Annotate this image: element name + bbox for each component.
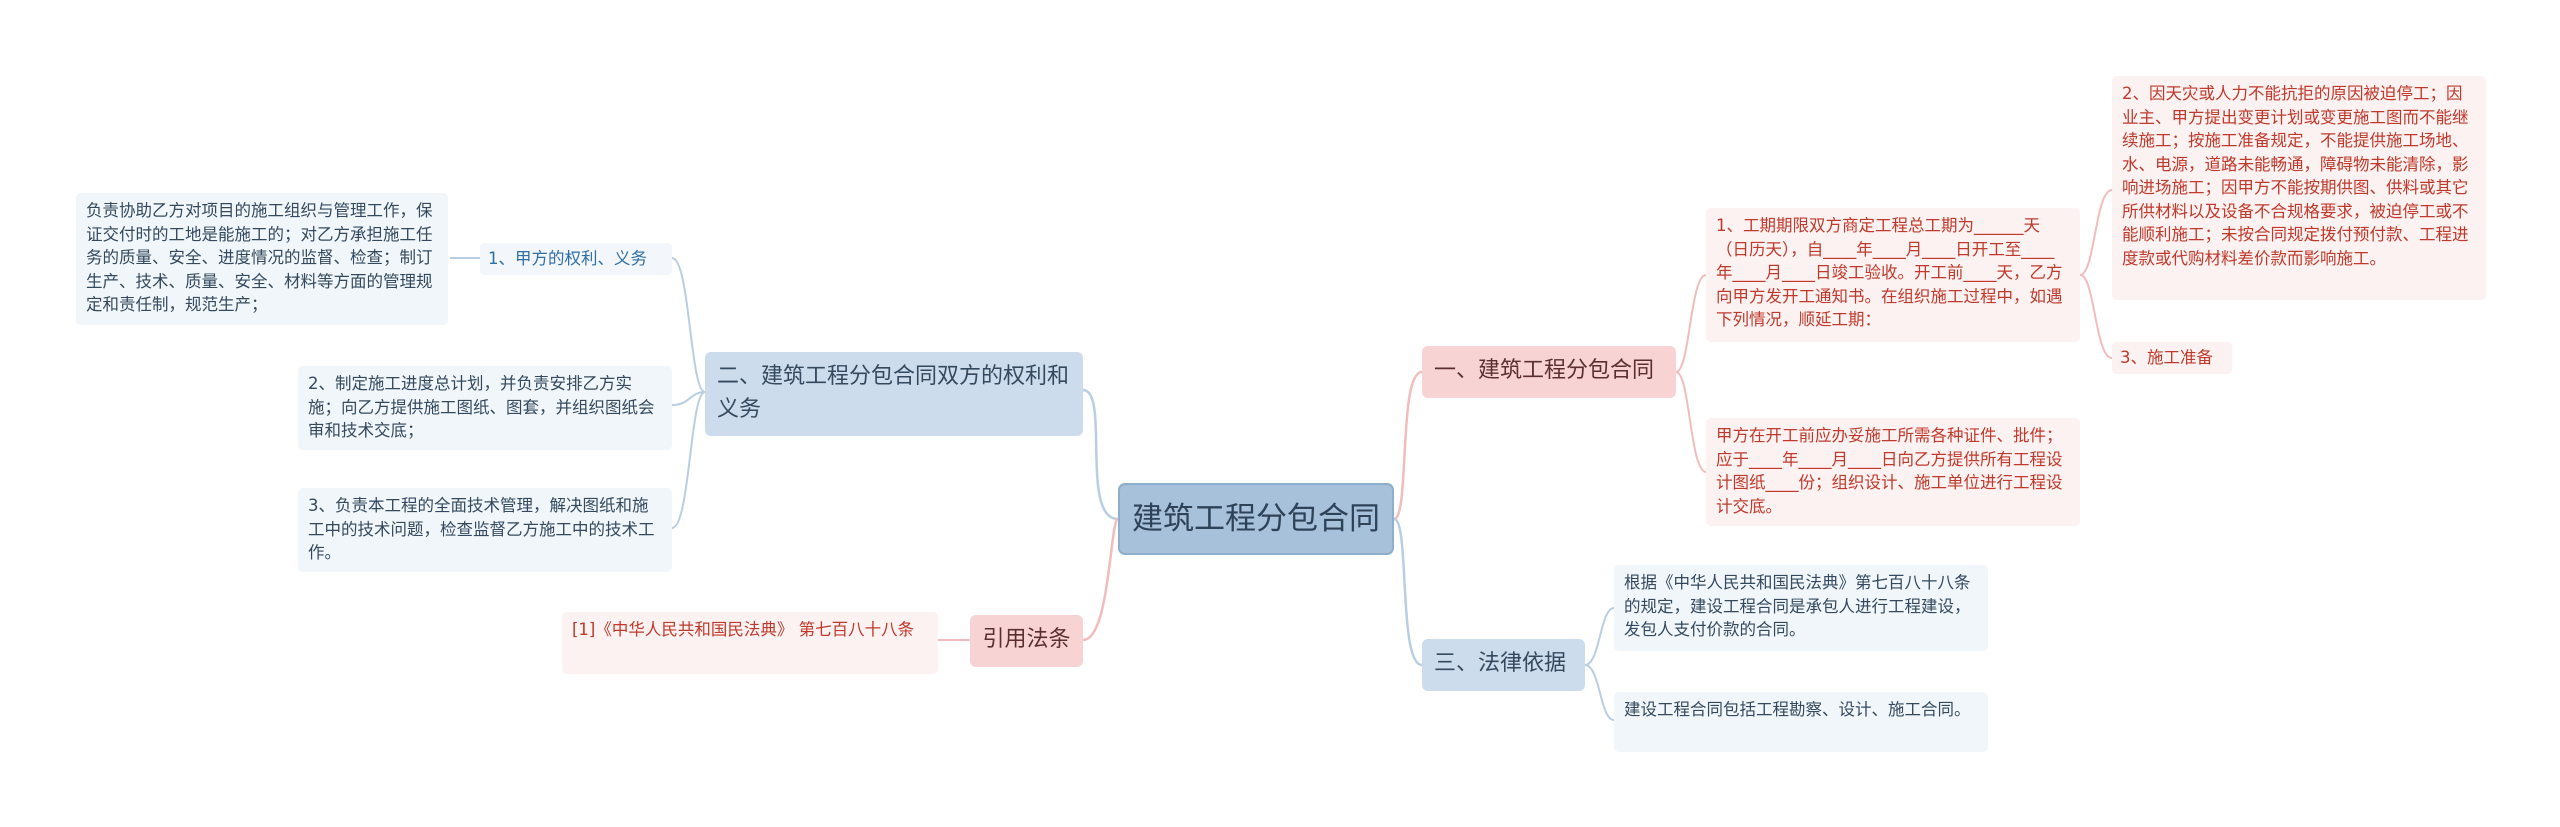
link-rights-item3: [671, 391, 706, 529]
delay-reasons[interactable]: 2、因天灾或人力不能抗拒的原因被迫停工；因业主、甲方提出变更计划或变更施工图而不…: [2112, 76, 2486, 300]
link-law-basis2: [1584, 664, 1615, 721]
branch-subcontract[interactable]: 一、建筑工程分包合同: [1422, 346, 1676, 398]
link-root-rights: [1082, 388, 1119, 521]
branch-legal-basis[interactable]: 三、法律依据: [1422, 639, 1585, 691]
construction-period[interactable]: 1、工期期限双方商定工程总工期为______天（日历天），自____年____月…: [1706, 208, 2080, 342]
link-root-law: [1393, 517, 1423, 667]
legal-basis-1[interactable]: 根据《中华人民共和国民法典》第七百八十八条的规定，建设工程合同是承包人进行工程建…: [1614, 565, 1988, 651]
link-period-reason: [2079, 189, 2113, 276]
party-a-rights-label[interactable]: 1、甲方的权利、义务: [480, 243, 672, 275]
link-period-prep-label: [2079, 274, 2113, 359]
rights-item-2[interactable]: 2、制定施工进度总计划，并负责安排乙方实施；向乙方提供施工图纸、图套，并组织图纸…: [298, 366, 672, 450]
construction-prep-label[interactable]: 3、施工准备: [2112, 342, 2232, 374]
link-contract-prep: [1675, 371, 1707, 473]
citation-reference[interactable]: [1]《中华人民共和国民法典》 第七百八十八条: [562, 612, 938, 674]
link-rights-item2: [671, 391, 706, 406]
branch-rights-obligations[interactable]: 二、建筑工程分包合同双方的权利和义务: [705, 352, 1083, 436]
rights-item-3[interactable]: 3、负责本工程的全面技术管理，解决图纸和施工中的技术问题，检查监督乙方施工中的技…: [298, 488, 672, 572]
link-root-citation: [1082, 517, 1120, 642]
link-rights-item1: [671, 257, 706, 393]
construction-prep-detail[interactable]: 甲方在开工前应办妥施工所需各种证件、批件；应于____年____月____日向乙…: [1706, 418, 2080, 526]
link-law-basis1: [1584, 607, 1615, 666]
branch-citation[interactable]: 引用法条: [970, 615, 1083, 667]
legal-basis-2[interactable]: 建设工程合同包括工程勘察、设计、施工合同。: [1614, 692, 1988, 752]
link-contract-period: [1675, 274, 1707, 373]
party-a-rights-detail[interactable]: 负责协助乙方对项目的施工组织与管理工作，保证交付时的工地是能施工的；对乙方承担施…: [76, 193, 448, 325]
root-node[interactable]: 建筑工程分包合同: [1118, 483, 1394, 555]
link-root-contract: [1393, 370, 1423, 521]
